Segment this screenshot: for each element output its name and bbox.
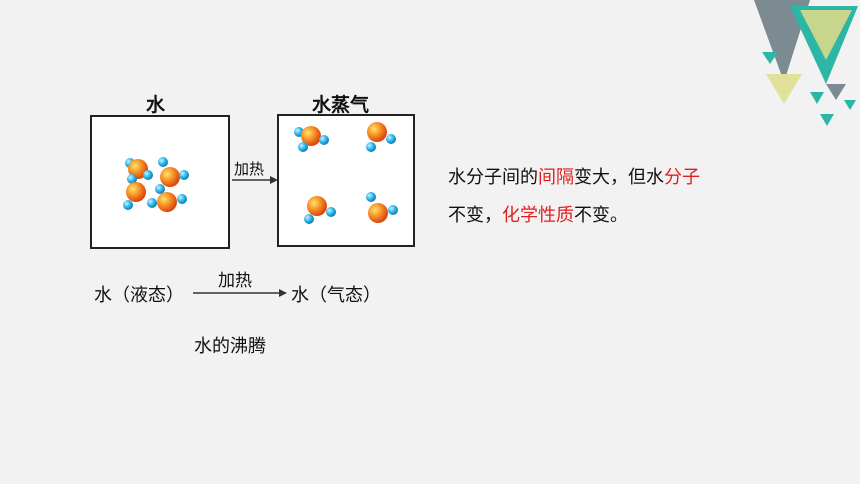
deco-gray-small-triangle xyxy=(826,84,846,100)
explanation-line-1: 水分子间的间隔变大，但水分子 xyxy=(448,163,700,189)
explanation-text: 变大，但水 xyxy=(574,167,664,188)
water-molecule xyxy=(366,192,398,223)
water-vapor-box xyxy=(277,114,415,247)
liquid-water-box xyxy=(90,115,230,249)
equation-arrow-label: 加热 xyxy=(218,271,252,291)
equation-arrow xyxy=(193,289,287,297)
deco-yellow-small-triangle xyxy=(766,74,802,104)
deco-teal-small-triangle-1 xyxy=(762,52,778,64)
explanation-line-2: 不变，化学性质不变。 xyxy=(448,201,628,227)
deco-teal-small-triangle-2 xyxy=(810,92,824,104)
water-molecule xyxy=(123,174,146,210)
water-vapor-molecules xyxy=(294,122,398,224)
equation-right: 水（气态） xyxy=(291,285,381,306)
highlight-spacing: 间隔 xyxy=(538,167,574,188)
deco-teal-small-triangle-3 xyxy=(820,114,834,126)
heating-arrow xyxy=(232,176,278,184)
deco-yellow-triangle xyxy=(800,10,852,60)
water-vapor-title: 水蒸气 xyxy=(312,94,370,116)
heating-arrow-label: 加热 xyxy=(234,160,265,178)
deco-gray-triangle xyxy=(754,0,810,82)
water-molecule xyxy=(147,184,187,212)
liquid-water-molecules xyxy=(123,157,189,212)
water-molecule xyxy=(158,157,189,187)
explanation-text: 不变。 xyxy=(574,205,628,226)
water-molecule xyxy=(304,196,336,224)
water-molecule xyxy=(366,122,396,152)
water-molecule xyxy=(294,126,329,152)
highlight-chemical-property: 化学性质 xyxy=(502,205,574,226)
liquid-water-title: 水 xyxy=(146,94,166,116)
explanation-text: 不变， xyxy=(448,205,502,226)
explanation-text: 水分子间的 xyxy=(448,167,538,188)
caption-boiling-water: 水的沸腾 xyxy=(194,336,266,357)
water-molecule xyxy=(125,158,153,180)
deco-teal-small-triangle-4 xyxy=(844,100,856,110)
highlight-molecule: 分子 xyxy=(664,167,700,188)
corner-decoration xyxy=(754,0,858,126)
equation-left: 水（液态） xyxy=(94,285,184,306)
